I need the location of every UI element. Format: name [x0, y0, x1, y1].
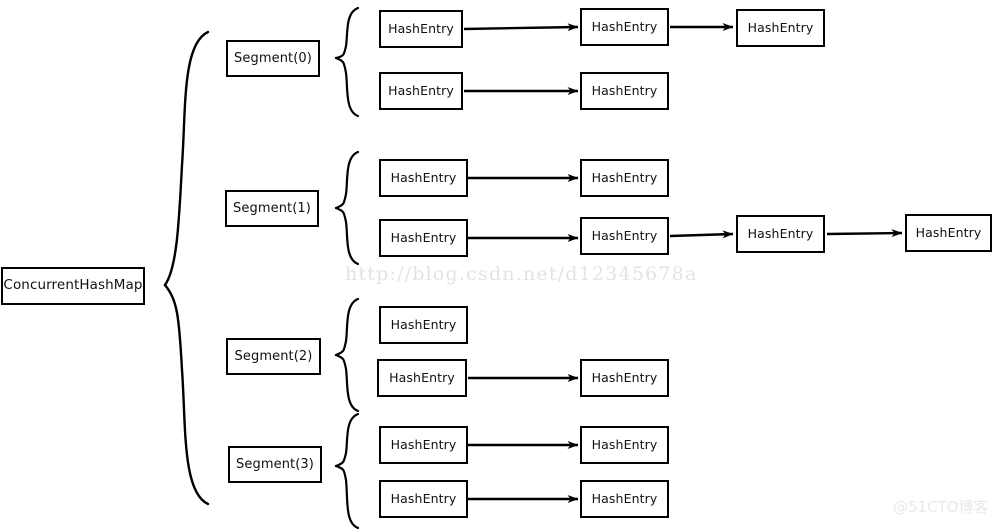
node-label: Segment(0) [234, 51, 312, 66]
watermark-brand: @51CTO博客 [893, 498, 989, 516]
brace-segment-0 [334, 6, 360, 118]
node-label: HashEntry [388, 82, 454, 98]
node-hashentry-r1c1[interactable]: HashEntry [379, 10, 463, 48]
node-segment-3[interactable]: Segment(3) [228, 446, 322, 483]
node-hashentry-r5c1[interactable]: HashEntry [379, 306, 468, 344]
node-segment-1[interactable]: Segment(1) [225, 190, 319, 227]
node-hashentry-r4c1[interactable]: HashEntry [379, 219, 468, 257]
node-segment-0[interactable]: Segment(0) [226, 40, 320, 77]
node-hashentry-r8c2[interactable]: HashEntry [580, 480, 669, 518]
brace-segment-3 [334, 412, 360, 530]
brace-root [163, 30, 210, 506]
brace-segment-2 [334, 297, 360, 413]
node-label: HashEntry [747, 225, 814, 241]
node-label: HashEntry [390, 436, 457, 452]
node-label: HashEntry [591, 169, 658, 185]
node-hashentry-r1c2[interactable]: HashEntry [580, 8, 669, 46]
node-hashentry-r7c1[interactable]: HashEntry [379, 426, 468, 464]
node-hashentry-r6c2[interactable]: HashEntry [580, 359, 669, 397]
node-label: HashEntry [591, 82, 658, 98]
node-label: HashEntry [747, 19, 814, 35]
node-hashentry-r4c3[interactable]: HashEntry [736, 215, 825, 253]
node-label: HashEntry [591, 18, 658, 34]
node-label: HashEntry [388, 20, 454, 36]
node-hashentry-r1c3[interactable]: HashEntry [736, 9, 825, 47]
node-hashentry-r3c1[interactable]: HashEntry [379, 159, 468, 197]
node-label: HashEntry [591, 227, 658, 243]
node-label: HashEntry [390, 316, 457, 332]
node-hashentry-r8c1[interactable]: HashEntry [379, 480, 468, 518]
node-hashentry-r6c1[interactable]: HashEntry [377, 359, 467, 397]
arrow-r4c3-r4c4 [826, 229, 903, 238]
node-concurrenthashmap[interactable]: ConcurrentHashMap [1, 267, 145, 305]
node-hashentry-r4c4[interactable]: HashEntry [905, 214, 992, 252]
node-hashentry-r2c2[interactable]: HashEntry [580, 72, 669, 110]
node-segment-2[interactable]: Segment(2) [226, 338, 321, 375]
node-label: HashEntry [591, 490, 658, 506]
node-label: HashEntry [591, 369, 658, 385]
node-label: Segment(3) [236, 457, 314, 472]
node-label: HashEntry [389, 369, 455, 385]
node-label: Segment(1) [233, 201, 311, 216]
node-hashentry-r4c2[interactable]: HashEntry [580, 217, 669, 255]
node-hashentry-r3c2[interactable]: HashEntry [580, 159, 669, 197]
node-label: HashEntry [915, 224, 982, 240]
node-label: HashEntry [390, 490, 457, 506]
node-label: Segment(2) [234, 349, 313, 364]
arrow-r4c2-r4c3 [669, 230, 734, 239]
node-hashentry-r7c2[interactable]: HashEntry [580, 426, 669, 464]
node-label: HashEntry [591, 436, 658, 452]
arrow-r1c1-r1c2 [463, 23, 579, 32]
node-label: HashEntry [390, 229, 457, 245]
watermark-url: http://blog.csdn.net/d12345678a [345, 263, 698, 285]
brace-segment-1 [334, 150, 360, 266]
node-label: HashEntry [390, 169, 457, 185]
node-label: ConcurrentHashMap [3, 277, 143, 294]
node-hashentry-r2c1[interactable]: HashEntry [379, 72, 463, 110]
